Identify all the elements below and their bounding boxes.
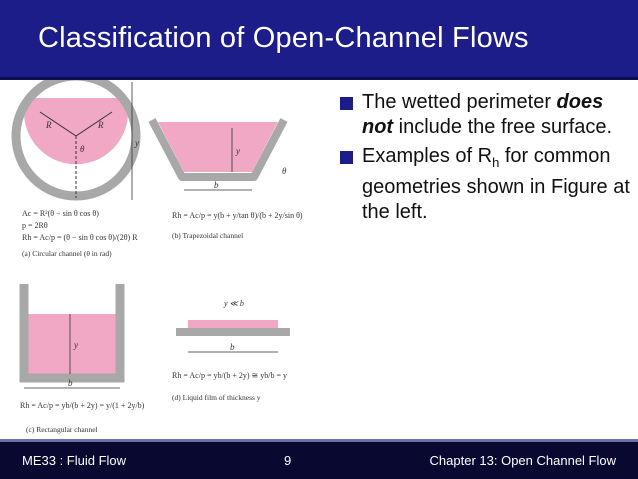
liquid-film-diagram: y ≪ b b <box>176 299 290 353</box>
bullet-emphasis: does not <box>362 91 604 138</box>
trapezoid-width-label: b <box>214 180 219 190</box>
bullet-text: Examples of R <box>362 145 493 167</box>
rectangle-caption: (c) Rectangular channel <box>26 425 98 434</box>
trapezoidal-channel-diagram: y b θ <box>148 118 288 191</box>
film-width-label: b <box>230 342 235 352</box>
channel-geometry-figure: R R θ y Ac = R²(θ − sin θ cos θ) p = 2Rθ… <box>0 80 330 442</box>
bullet-list: The wetted perimeter does not include th… <box>340 90 632 229</box>
circular-radius-label-right: R <box>97 120 104 130</box>
footer-page-number: 9 <box>284 453 292 468</box>
film-thickness-label: y ≪ b <box>223 299 244 308</box>
circular-area-equation: Ac = R²(θ − sin θ cos θ) <box>22 209 99 218</box>
rectangular-channel-diagram: y b <box>19 284 125 389</box>
bullet-item: The wetted perimeter does not include th… <box>340 90 632 140</box>
slide-title: Classification of Open-Channel Flows <box>38 22 529 54</box>
rectangle-depth-label: y <box>73 340 78 350</box>
footer-bar: ME33 : Fluid Flow 9 Chapter 13: Open Cha… <box>0 439 638 479</box>
bullet-item: Examples of Rh for common geometries sho… <box>340 144 632 225</box>
film-caption: (d) Liquid film of thickness y <box>172 393 261 402</box>
circular-radius-label-left: R <box>45 120 52 130</box>
circular-radius-equation: Rh = Ac/p = (θ − sin θ cos θ)/(2θ) R <box>22 233 138 242</box>
film-radius-equation: Rh = Ac/p = yb/(b + 2y) ≅ yb/b = y <box>172 371 287 380</box>
bullet-text-continued: include the free surface. <box>393 116 613 138</box>
footer-chapter: Chapter 13: Open Channel Flow <box>429 453 616 468</box>
bullet-text-continued: for common geometries shown in Figure at… <box>362 145 630 223</box>
circular-perimeter-equation: p = 2Rθ <box>22 221 48 230</box>
circular-caption: (a) Circular channel (θ in rad) <box>22 249 112 258</box>
circular-depth-label: y <box>134 138 139 148</box>
bullet-text: The wetted perimeter <box>362 91 557 113</box>
trapezoid-caption: (b) Trapezoidal channel <box>172 231 243 240</box>
trapezoid-depth-label: y <box>235 146 240 156</box>
footer-course: ME33 : Fluid Flow <box>22 453 127 468</box>
trapezoid-angle-label: θ <box>282 166 287 176</box>
title-bar: Classification of Open-Channel Flows <box>0 0 638 80</box>
circular-channel-diagram: R R θ y <box>11 80 141 201</box>
hydraulic-radius-subscript: h <box>492 155 500 170</box>
rectangle-radius-equation: Rh = Ac/p = yb/(b + 2y) = y/(1 + 2y/b) <box>20 401 145 410</box>
trapezoid-radius-equation: Rh = Ac/p = y(b + y/tan θ)/(b + 2y/sin θ… <box>172 211 303 220</box>
circular-angle-label: θ <box>80 144 85 154</box>
bullet-square-icon <box>340 97 353 110</box>
bullet-square-icon <box>340 151 353 164</box>
rectangle-width-label: b <box>68 378 73 388</box>
